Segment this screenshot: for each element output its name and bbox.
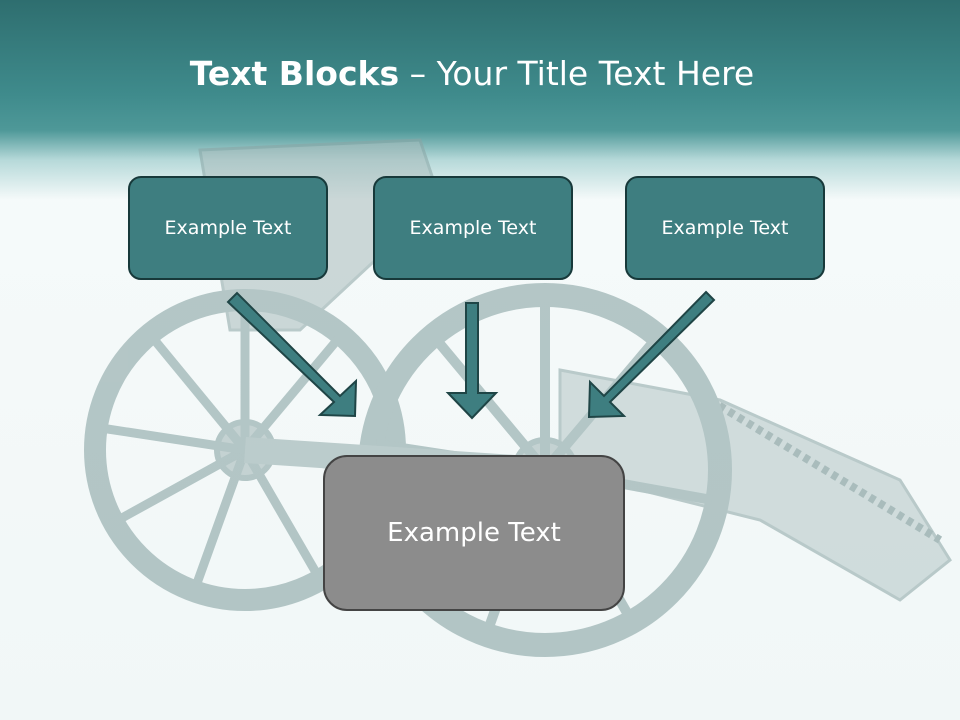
text-block-2[interactable]: Example Text xyxy=(373,176,573,280)
text-block-3[interactable]: Example Text xyxy=(625,176,825,280)
arrow-left-icon xyxy=(226,291,358,418)
arrow-right-icon xyxy=(587,290,716,419)
text-block-1[interactable]: Example Text xyxy=(128,176,328,280)
main-text-block[interactable]: Example Text xyxy=(323,455,625,611)
title-rest: Your Title Text Here xyxy=(436,54,755,93)
title-separator: – xyxy=(399,54,437,93)
title-bar xyxy=(0,0,960,200)
slide-title: Text Blocks – Your Title Text Here xyxy=(0,54,944,93)
arrow-down-icon xyxy=(445,302,499,420)
title-bold: Text Blocks xyxy=(189,54,400,93)
